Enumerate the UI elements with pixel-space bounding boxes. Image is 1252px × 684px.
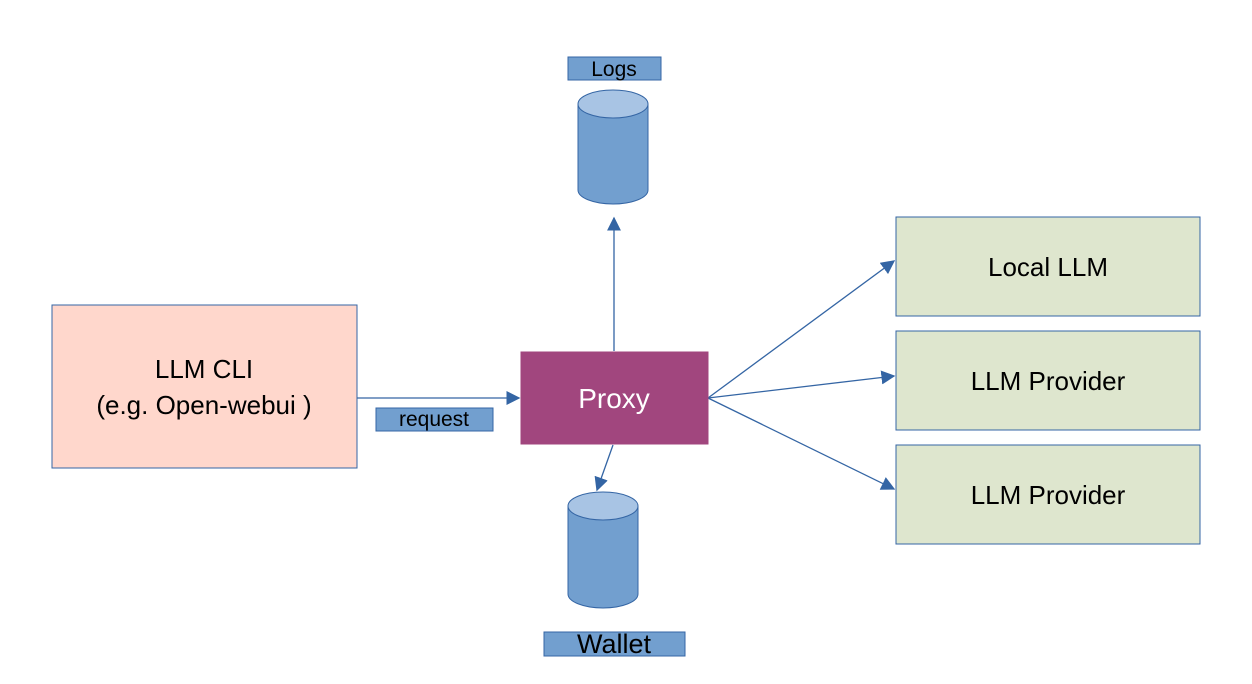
local-llm-box [895, 216, 1201, 317]
logs-tag [567, 56, 662, 81]
client-node: LLM CLI (e.g. Open-webui ) [51, 304, 358, 469]
edge-proxy-to-provider-2 [707, 397, 896, 490]
client-box [51, 304, 358, 469]
edge-proxy-to-local-llm [707, 260, 896, 399]
provider-1-label: LLM Provider [971, 366, 1126, 396]
proxy-label: Proxy [578, 383, 650, 414]
client-label-line1: LLM CLI [155, 354, 253, 384]
local-llm-label: Local LLM [988, 252, 1108, 282]
wallet-tag [543, 631, 686, 657]
request-tag: request [375, 407, 494, 432]
logs-label: Logs [591, 58, 637, 81]
edges [357, 216, 896, 492]
wallet-node: Wallet [543, 491, 686, 659]
wallet-label: Wallet [577, 629, 652, 659]
wallet-database-icon [567, 491, 639, 609]
provider-1-box [895, 330, 1201, 431]
request-label: request [399, 408, 469, 431]
provider-2-label: LLM Provider [971, 480, 1126, 510]
provider-1-node: LLM Provider [895, 330, 1201, 431]
provider-2-box [895, 444, 1201, 545]
logs-node: Logs [567, 56, 662, 205]
proxy-node: Proxy [520, 351, 709, 445]
local-llm-node: Local LLM [895, 216, 1201, 317]
logs-database-icon [577, 89, 649, 205]
provider-2-node: LLM Provider [895, 444, 1201, 545]
edge-proxy-to-wallet [594, 444, 614, 492]
proxy-box [520, 351, 709, 445]
edge-proxy-to-provider-1 [707, 370, 896, 399]
client-label-line2: (e.g. Open-webui ) [96, 390, 311, 420]
